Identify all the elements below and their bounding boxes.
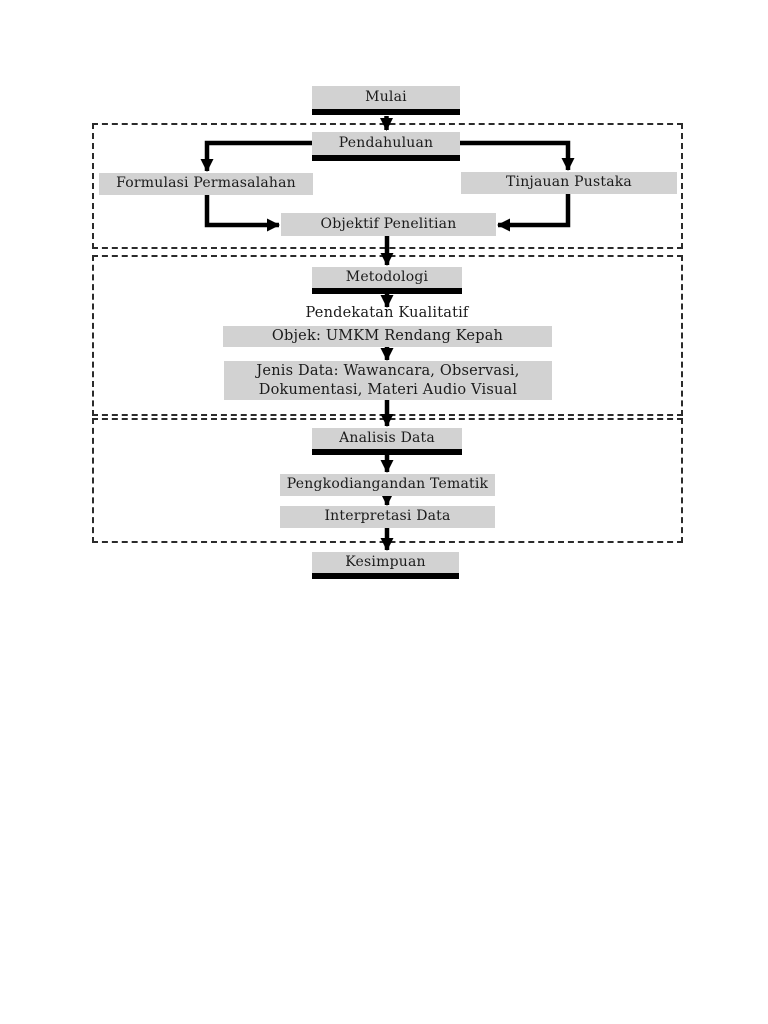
connector-tinjauan-objektif [497, 194, 571, 232]
node-pengkodean-tematik: Pengkodiangandan Tematik [280, 474, 495, 496]
node-pengkodean-label: Pengkodiangandan Tematik [286, 476, 489, 493]
connector-pendahuluan-tinjauan [460, 140, 575, 171]
node-pendahuluan: Pendahuluan [312, 132, 460, 161]
node-formulasi-permasalahan: Formulasi Permasalahan [99, 173, 313, 195]
node-pendahuluan-label: Pendahuluan [338, 134, 434, 151]
node-objek-label: Objek: UMKM Rendang Kepah [271, 328, 504, 345]
node-jenis-data-line2: Dokumentasi, Materi Audio Visual [258, 381, 518, 398]
node-tinjauan-pustaka: Tinjauan Pustaka [461, 172, 677, 194]
node-objektif-penelitian: Objektif Penelitian [281, 213, 496, 236]
node-interpretasi-label: Interpretasi Data [324, 508, 451, 525]
node-analisis-data: Analisis Data [312, 428, 462, 455]
node-metodologi: Metodologi [312, 267, 462, 294]
node-jenis-data-line1: Jenis Data: Wawancara, Observasi, [256, 363, 520, 380]
node-tinjauan-label: Tinjauan Pustaka [506, 174, 632, 191]
node-analisis-label: Analisis Data [339, 429, 435, 446]
node-interpretasi-data: Interpretasi Data [280, 506, 495, 528]
node-objektif-label: Objektif Penelitian [320, 215, 457, 232]
node-kesimpulan-label: Kesimpuan [345, 553, 426, 570]
connector-layer [200, 116, 575, 551]
node-metodologi-label: Metodologi [345, 268, 429, 285]
node-formulasi-label: Formulasi Permasalahan [116, 175, 296, 192]
node-pendekatan-label: Pendekatan Kualitatif [305, 305, 469, 321]
node-pendekatan-kualitatif: Pendekatan Kualitatif [287, 303, 487, 323]
connector-formulasi-objektif [204, 195, 280, 232]
node-mulai: Mulai [312, 86, 460, 115]
connector-pendahuluan-formulasi [200, 140, 313, 172]
node-mulai-label: Mulai [365, 88, 407, 105]
node-kesimpulan: Kesimpuan [312, 552, 459, 579]
node-objek-umkm: Objek: UMKM Rendang Kepah [223, 326, 552, 347]
node-jenis-data: Jenis Data: Wawancara, Observasi, Dokume… [224, 361, 552, 400]
